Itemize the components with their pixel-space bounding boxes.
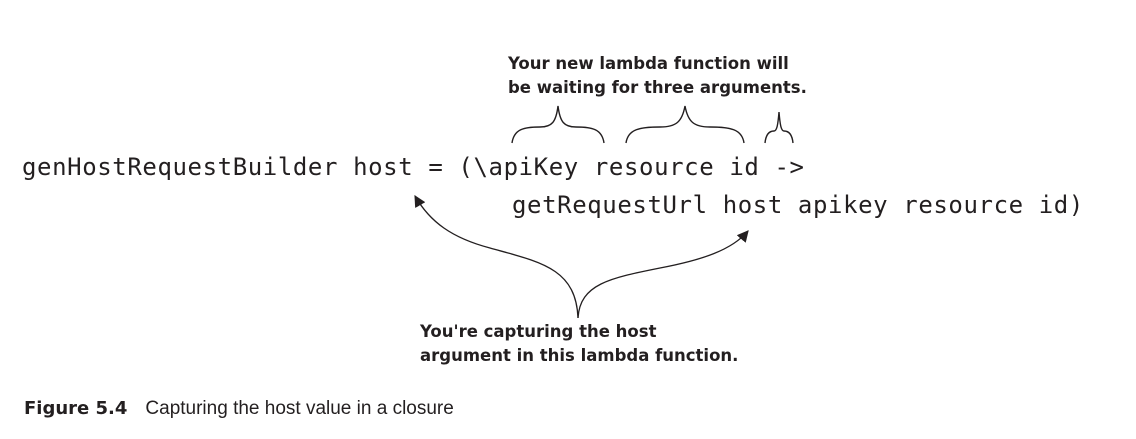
top-annotation-line-2: be waiting for three arguments. [508, 78, 807, 97]
top-annotation-line-1: Your new lambda function will [508, 54, 789, 73]
brace-resource [625, 105, 745, 144]
code-line-2: getRequestUrl host apikey resource id) [512, 191, 1084, 219]
bottom-annotation-line-1: You're capturing the host [420, 322, 657, 341]
bottom-annotation: You're capturing the host argument in th… [420, 320, 738, 368]
figure-caption: Figure 5.4 Capturing the host value in a … [24, 396, 454, 422]
bottom-annotation-line-2: argument in this lambda function. [420, 346, 739, 365]
figure-caption-text: Capturing the host value in a closure [145, 398, 454, 419]
arrow-to-lambda-host [577, 230, 749, 319]
brace-id [764, 111, 794, 144]
arrow-to-host [414, 194, 579, 319]
top-annotation: Your new lambda function will be waiting… [508, 52, 807, 100]
code-line-1: genHostRequestBuilder host = (\apiKey re… [22, 153, 805, 181]
figure-number: Figure 5.4 [24, 398, 128, 419]
brace-apikey [511, 105, 605, 144]
